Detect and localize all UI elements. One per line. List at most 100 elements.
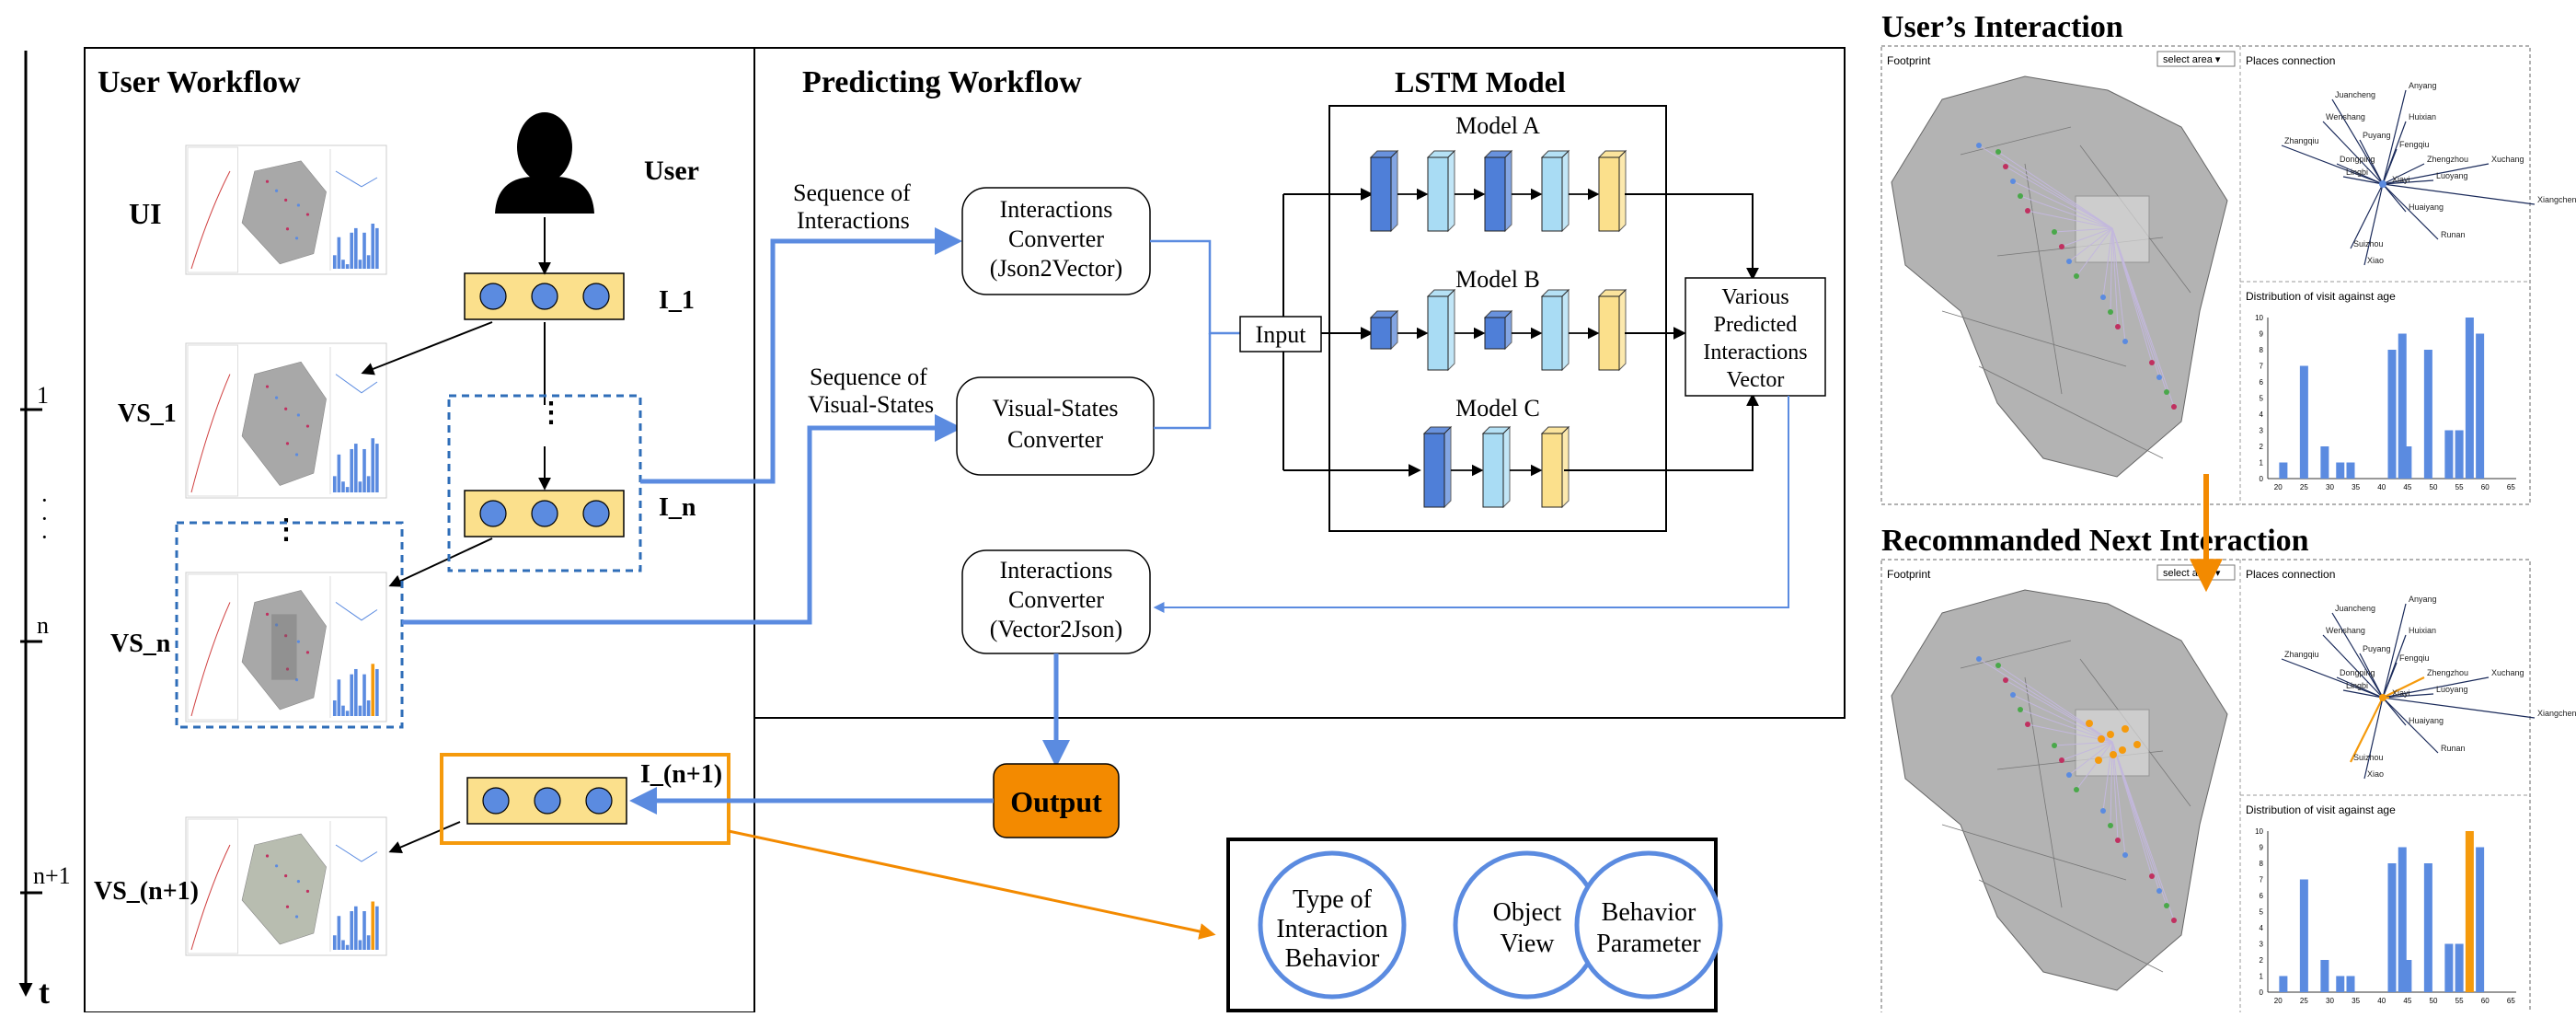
- state-label-vsn1: VS_(n+1): [94, 877, 199, 906]
- svg-text:Type of: Type of: [1293, 885, 1373, 914]
- flow-conv1-to-input: [1150, 239, 1240, 335]
- bar: [2403, 446, 2412, 479]
- model-c-layer-1: [1422, 425, 1453, 509]
- converter-visual-states: Visual-States Converter: [956, 376, 1155, 476]
- converter-json2vector: Interactions Converter (Json2Vector): [961, 187, 1151, 295]
- dashed-group-vsn: [175, 521, 404, 729]
- predicted-vector-box: Various Predicted Interactions Vector: [1685, 277, 1826, 397]
- model-a-layer-1: [1369, 149, 1399, 233]
- bar: [2444, 430, 2454, 479]
- seq-states-label-1: Sequence of: [810, 364, 927, 390]
- x-tick-label: 20: [2274, 997, 2283, 1005]
- connection-title: Places connection: [2246, 568, 2335, 581]
- y-tick-label: 0: [2260, 475, 2264, 483]
- y-tick-label: 0: [2260, 988, 2264, 997]
- y-tick-label: 7: [2260, 363, 2264, 371]
- time-axis-label: t: [39, 974, 50, 1011]
- y-tick-label: 4: [2260, 410, 2264, 419]
- arrow-i1-to-vs1: [361, 321, 493, 376]
- interaction-label-i1: I_1: [659, 286, 695, 315]
- y-tick-label: 8: [2260, 346, 2264, 354]
- svg-text:(Vector2Json): (Vector2Json): [990, 616, 1122, 642]
- model-a-label: Model A: [1455, 112, 1540, 139]
- y-tick-label: 1: [2260, 973, 2264, 981]
- svg-text:View: View: [1501, 930, 1556, 958]
- model-a-layer-3: [1483, 149, 1513, 233]
- place-label: Dongping: [2340, 668, 2375, 677]
- user-workflow-title: User Workflow: [98, 65, 301, 99]
- x-tick-label: 20: [2274, 483, 2283, 491]
- svg-text:Predicted: Predicted: [1714, 313, 1798, 337]
- bar: [2320, 960, 2329, 992]
- bar: [2398, 847, 2407, 992]
- bar: [2423, 863, 2432, 992]
- flow-model-a-out: [1625, 193, 1759, 281]
- lstm-layers: [1369, 149, 1627, 509]
- bar: [2336, 462, 2345, 479]
- place-label: Huixian: [2409, 112, 2436, 121]
- bar: [2387, 863, 2397, 992]
- place-label: Runan: [2441, 230, 2466, 239]
- ui-thumbnail-vs1: [185, 342, 387, 499]
- seq-states-label-2: Visual-States: [808, 391, 934, 418]
- panel-title: User’s Interaction: [1881, 10, 2123, 44]
- lstm-title: LSTM Model: [1395, 65, 1566, 98]
- model-b-layer-4: [1540, 288, 1570, 372]
- svg-text:Behavior: Behavior: [1285, 944, 1380, 973]
- y-tick-label: 5: [2260, 908, 2264, 917]
- place-label: Xiao: [2367, 769, 2384, 779]
- place-label: Anyang: [2409, 595, 2437, 604]
- y-tick-label: 10: [2255, 314, 2263, 322]
- vertical-ellipsis-1: ⋮: [537, 398, 565, 428]
- place-label: Zhengzhou: [2427, 668, 2468, 677]
- footprint-label: Footprint: [1887, 54, 1931, 67]
- place-label: Puyang: [2363, 644, 2391, 653]
- y-tick-label: 9: [2260, 330, 2264, 339]
- place-label: Runan: [2441, 744, 2466, 753]
- bar: [2476, 333, 2485, 479]
- place-label: Zhangqiu: [2284, 136, 2319, 145]
- x-tick-label: 60: [2481, 997, 2490, 1005]
- interaction-nodes: [464, 272, 627, 825]
- svg-text:(Json2Vector): (Json2Vector): [990, 255, 1122, 282]
- svg-text:Various: Various: [1721, 285, 1788, 309]
- place-label: Anyang: [2409, 81, 2437, 90]
- svg-text:select area ▾: select area ▾: [2163, 54, 2221, 65]
- svg-text:Interactions: Interactions: [1000, 196, 1113, 223]
- y-tick-label: 7: [2260, 876, 2264, 884]
- y-tick-label: 10: [2255, 827, 2263, 836]
- select-area-dropdown[interactable]: select area ▾: [2156, 51, 2236, 67]
- seq-interactions-label-2: Interactions: [797, 207, 910, 234]
- state-label-vsn: VS_n: [110, 630, 171, 658]
- place-label: Huaiyang: [2409, 716, 2444, 725]
- y-tick-label: 6: [2260, 892, 2264, 900]
- bar: [2465, 318, 2474, 479]
- place-label: Xuchang: [2491, 668, 2524, 677]
- model-a-layer-4: [1540, 149, 1570, 233]
- footprint-map: [1891, 589, 2228, 991]
- model-c-layer-3: [1540, 425, 1570, 509]
- y-tick-label: 4: [2260, 924, 2264, 932]
- bar: [2476, 847, 2485, 992]
- place-label: Luoyang: [2436, 685, 2468, 694]
- tick-label-1: 1: [37, 382, 49, 409]
- x-tick-label: 45: [2403, 483, 2411, 491]
- interaction-label-in: I_n: [659, 493, 696, 522]
- place-label: Wenshang: [2326, 626, 2365, 635]
- arrow-in1-to-vsn1: [388, 821, 461, 854]
- bar: [2336, 976, 2345, 992]
- bar: [2279, 462, 2288, 479]
- model-b-label: Model B: [1455, 266, 1540, 293]
- place-label: Xiangcheng: [2537, 195, 2576, 204]
- seq-interactions-label-1: Sequence of: [793, 179, 911, 206]
- tick-dots-3: ·: [40, 524, 49, 550]
- model-b-layer-3: [1483, 309, 1513, 351]
- x-tick-label: 65: [2507, 997, 2515, 1005]
- model-a-layer-2: [1426, 149, 1456, 233]
- x-tick-label: 45: [2403, 997, 2411, 1005]
- select-area-dropdown[interactable]: select area ▾: [2156, 564, 2236, 581]
